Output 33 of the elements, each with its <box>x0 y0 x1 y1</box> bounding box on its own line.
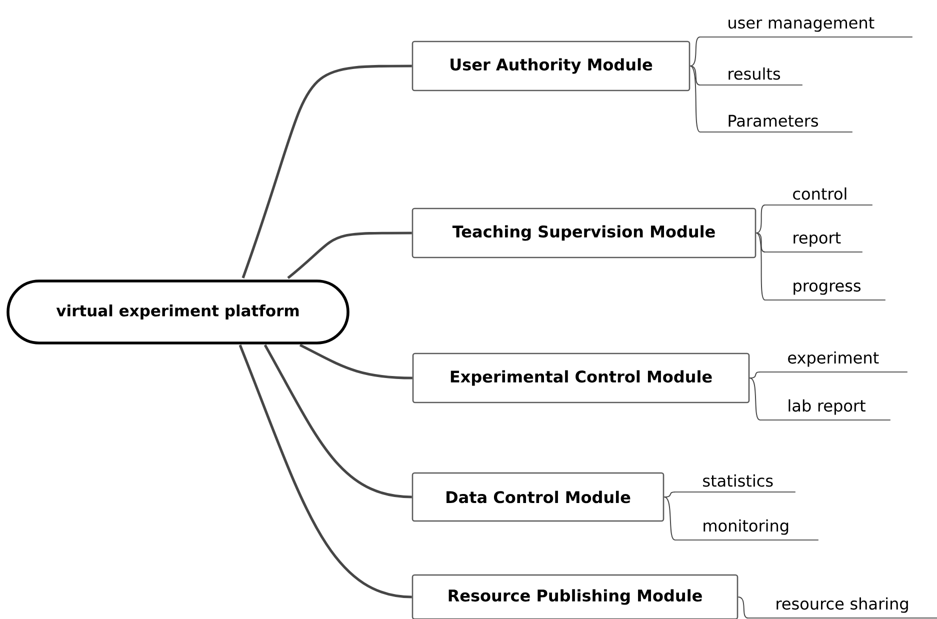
underlined-topic: control <box>764 187 873 206</box>
branch-line <box>738 596 748 618</box>
branch-line <box>238 344 412 598</box>
branch-line <box>664 496 676 540</box>
branch-line <box>664 492 676 498</box>
module-box: Experimental Control Module <box>412 352 750 404</box>
underlined-topic: experiment <box>760 351 908 372</box>
underlined-topic: progress <box>764 282 886 300</box>
module-box: User Authority Module <box>412 40 690 92</box>
underlined-topic: report <box>764 232 863 252</box>
module-box: Teaching Supervision Module <box>412 208 756 258</box>
underlined-topic: results <box>700 67 803 86</box>
underlined-topic: monitoring <box>674 519 819 540</box>
branch-line <box>690 66 700 86</box>
branch-line <box>690 36 700 66</box>
underlined-topic: user management <box>700 17 913 38</box>
module-box: Data Control Module <box>412 472 664 522</box>
branch-line <box>242 64 412 278</box>
branch-line <box>264 344 412 498</box>
topic-pill: virtual experiment platform <box>6 280 350 344</box>
underlined-topic: resource sharing <box>748 597 937 618</box>
branch-line <box>756 232 766 300</box>
underlined-topic: lab report <box>760 399 891 420</box>
underlined-topic: statistics <box>674 474 796 492</box>
branch-line <box>749 372 760 378</box>
branch-line <box>756 204 766 234</box>
module-box: Resource Publishing Module <box>412 574 738 619</box>
branch-line <box>690 66 700 132</box>
branch-line <box>287 232 412 279</box>
underlined-topic: Parameters <box>700 114 853 132</box>
branch-line <box>299 344 412 380</box>
branch-line <box>749 378 760 420</box>
branch-line <box>756 232 766 252</box>
